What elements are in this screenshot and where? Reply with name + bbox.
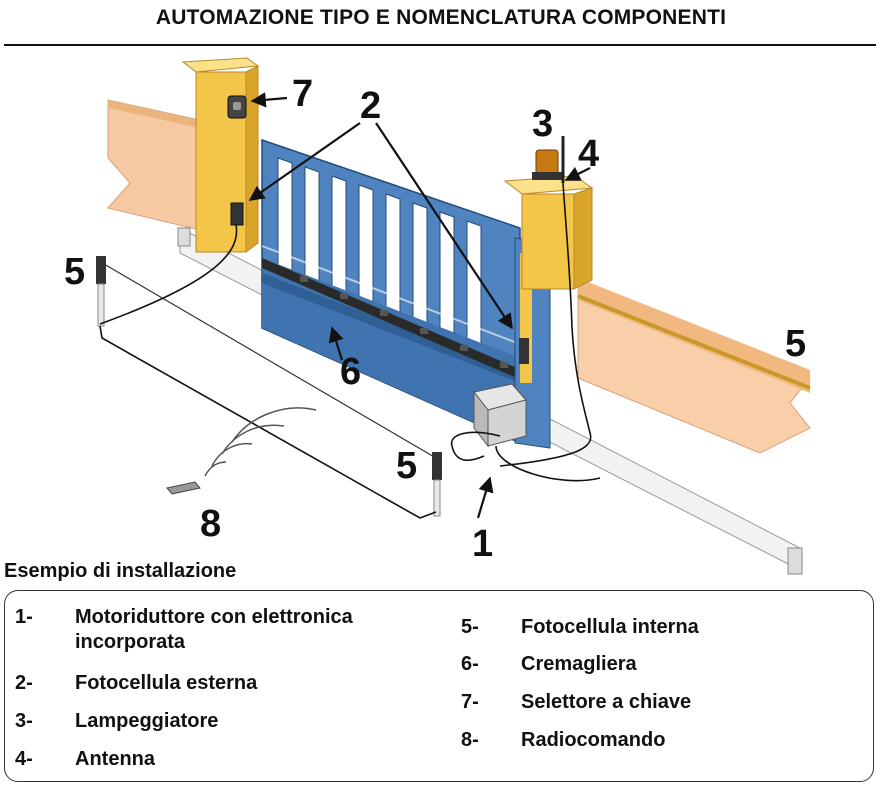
legend-label: Selettore a chiave [521, 691, 692, 713]
legend-number: 3- [15, 710, 33, 732]
radio-waves [204, 407, 317, 477]
callout-1: 1 [472, 523, 493, 565]
sliding-gate [261, 138, 521, 445]
wiring [99, 182, 601, 519]
photocell-external-left [230, 202, 244, 226]
photocell-internal-left [96, 256, 106, 327]
legend-label: Fotocellula interna [521, 616, 699, 638]
legend-label: Fotocellula esterna [75, 672, 258, 694]
legend-label: Antenna [75, 748, 155, 770]
remote-control-device [166, 481, 201, 495]
legend-number: 5- [461, 616, 479, 638]
key-selector-device [227, 95, 247, 119]
legend-number: 8- [461, 729, 479, 751]
legend-box: 1- Motoriduttore con elettronica incorpo… [4, 590, 874, 782]
legend-number: 7- [461, 691, 479, 713]
legend-label: Radiocomando [521, 729, 666, 751]
right-wall [577, 278, 811, 454]
legend-label: Motoriduttore con elettronica incorporat… [75, 606, 353, 653]
photocell-beam [103, 263, 437, 459]
legend-label: Lampeggiatore [75, 710, 219, 732]
legend-number: 2- [15, 672, 33, 694]
flashing-light-device [532, 149, 562, 180]
legend-number: 6- [461, 653, 479, 675]
callout-4: 4 [578, 133, 599, 175]
page-title: AUTOMAZIONE TIPO E NOMENCLATURA COMPONEN… [155, 6, 727, 29]
rack [262, 258, 540, 388]
left-wall [107, 99, 201, 231]
callout-3: 3 [532, 103, 553, 145]
callout-7: 7 [292, 73, 313, 115]
callout-5-center: 5 [396, 445, 417, 487]
section-subtitle: Esempio di installazione [4, 560, 237, 582]
callout-6: 6 [340, 351, 361, 393]
callout-2: 2 [360, 85, 381, 127]
callout-5-left: 5 [64, 251, 85, 293]
legend-number: 4- [15, 748, 33, 770]
callout-8: 8 [200, 503, 221, 545]
title-divider [4, 44, 876, 46]
photocell-internal-right [432, 452, 442, 517]
motor-unit [473, 383, 527, 448]
left-pillar [181, 57, 260, 253]
legend-label: Cremagliera [521, 653, 637, 675]
callout-arrows [248, 92, 591, 519]
callout-5-right: 5 [785, 323, 806, 365]
legend-number: 1- [15, 606, 33, 628]
installation-diagram: 7 2 3 4 5 5 5 6 8 1 [64, 57, 811, 575]
